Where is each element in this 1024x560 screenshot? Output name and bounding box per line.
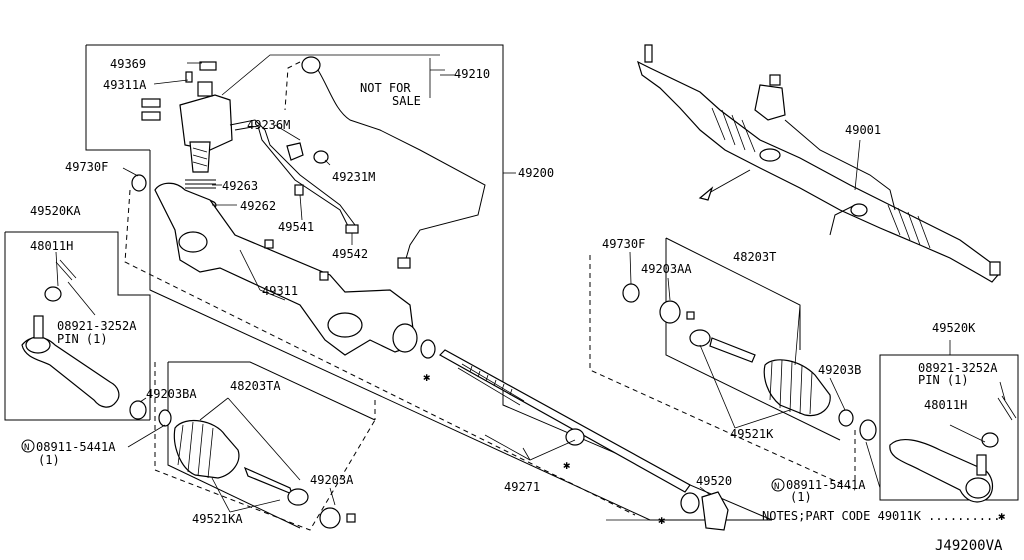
label-49203BA: 49203BA (146, 387, 197, 401)
part-49730F-left (131, 174, 147, 192)
rack-shaft (420, 339, 729, 531)
n-circle-left: N (21, 439, 35, 453)
label-48011H-left: 48011H (30, 239, 73, 253)
label-49262: 49262 (240, 199, 276, 213)
n-circle-letter: N (24, 443, 29, 453)
label-49263: 49263 (222, 179, 258, 193)
label-not-for-sale-2: SALE (392, 94, 421, 108)
label-pin-left: PIN (1) (57, 332, 108, 346)
label-49541: 49541 (278, 220, 314, 234)
frame-48203T (589, 237, 856, 491)
label-08911-left: 08911-5441A (36, 440, 116, 454)
dashed-frame-left (124, 189, 636, 531)
label-48203T: 48203T (733, 250, 776, 264)
label-49200: 49200 (518, 166, 554, 180)
label-not-for-sale-1: NOT FOR (360, 81, 411, 95)
label-qty-left: (1) (38, 453, 60, 467)
n-circle-right: N (771, 478, 785, 492)
leader-lines (55, 54, 1006, 521)
pinion-valve-housing (141, 61, 233, 173)
hydraulic-lines (229, 119, 359, 234)
label-49520K: 49520K (932, 321, 976, 335)
label-48203TA: 48203TA (230, 379, 281, 393)
label-49203AA: 49203AA (641, 262, 692, 276)
label-49520KA: 49520KA (30, 204, 81, 218)
gear-housing (154, 182, 418, 356)
asterisk-marker: ✱ (998, 509, 1005, 523)
asterisk-markers: ✱ ✱ ✱ ✱ (423, 370, 1005, 527)
label-49236M: 49236M (247, 118, 290, 132)
label-qty-right: (1) (790, 490, 812, 504)
label-49311: 49311 (262, 284, 298, 298)
tie-rod-box-right (879, 354, 1019, 501)
tie-rod-end-left (21, 259, 120, 408)
inner-tie-rod-right (622, 283, 877, 441)
label-diagram-code: J49200VA (935, 538, 1003, 554)
label-49203B: 49203B (818, 363, 861, 377)
wiring-harness (284, 56, 486, 269)
label-49730F-right: 49730F (602, 237, 645, 251)
label-49311A: 49311A (103, 78, 147, 92)
label-49210: 49210 (454, 67, 490, 81)
asterisk-marker: ✱ (658, 513, 665, 527)
label-49542: 49542 (332, 247, 368, 261)
part-labels: 49369 49311A NOT FOR SALE 49210 49236M 4… (30, 57, 1003, 554)
label-49730F-left: 49730F (65, 160, 108, 174)
label-49521K: 49521K (730, 427, 774, 441)
label-pin-right: PIN (1) (918, 373, 969, 387)
part-49236M (286, 142, 304, 161)
inner-tie-rod-left (129, 400, 356, 529)
tie-rod-box-left (4, 231, 151, 421)
tie-rod-end-right (889, 395, 1017, 503)
assembly-49001 (637, 44, 1001, 283)
label-08921-left: 08921-3252A (57, 319, 137, 333)
part-49231M (313, 150, 329, 164)
asterisk-marker: ✱ (563, 458, 570, 472)
label-49271: 49271 (504, 480, 540, 494)
label-notes: NOTES;PART CODE 49011K .......... (762, 509, 1000, 523)
label-49231M: 49231M (332, 170, 375, 184)
label-48011H-right: 48011H (924, 398, 967, 412)
label-49001: 49001 (845, 123, 881, 137)
frame-48203TA (168, 361, 376, 421)
frame-48203TA-left (167, 362, 301, 529)
label-49203A: 49203A (310, 473, 354, 487)
label-08921-right: 08921-3252A (918, 361, 998, 375)
label-49520: 49520 (696, 474, 732, 488)
n-circle-letter: N (774, 482, 779, 492)
label-49521KA: 49521KA (192, 512, 243, 526)
label-49369: 49369 (110, 57, 146, 71)
label-08911-right: 08911-5441A (786, 478, 866, 492)
asterisk-marker: ✱ (423, 370, 430, 384)
